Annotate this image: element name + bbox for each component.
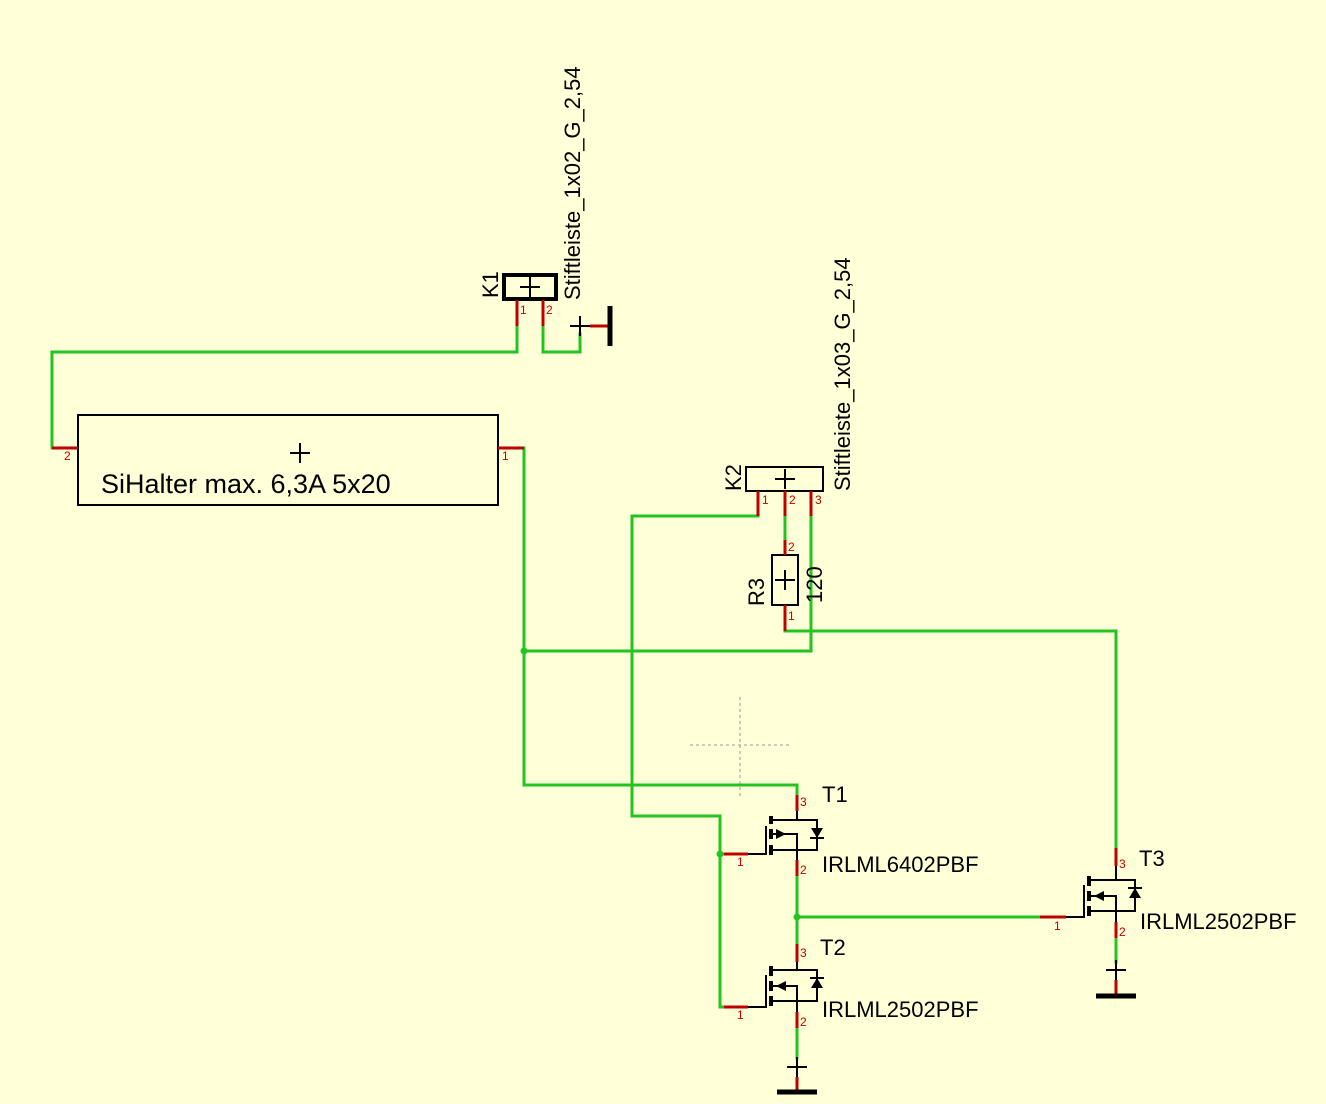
mosfet-t3[interactable]: 3 2 1 T3 IRLML2502PBF: [1040, 846, 1297, 939]
wire-fuse-t1[interactable]: [520, 446, 799, 797]
fuse-pin2-number: 2: [64, 449, 71, 463]
mosfet-t1[interactable]: 3 2 1 T1 IRLML6402PBF: [724, 782, 979, 877]
ground-symbol-k1: [570, 306, 613, 346]
k2-pin3-number: 3: [815, 493, 822, 507]
wires: [50, 324, 1118, 1060]
t3-reference: T3: [1139, 846, 1165, 871]
k2-pin1-number: 1: [762, 493, 769, 507]
r3-value: 120: [802, 566, 827, 603]
t3-pin2-number: 2: [1119, 925, 1126, 939]
t1-pin3-number: 3: [800, 795, 807, 809]
cursor-crosshair: [690, 697, 790, 797]
t1-pin2-number: 2: [800, 863, 807, 877]
k1-body: [502, 273, 558, 301]
junction: [716, 850, 724, 858]
fuse-value: SiHalter max. 6,3A 5x20: [101, 469, 391, 499]
junction: [793, 913, 801, 921]
wire-k2-t2-gate[interactable]: [630, 514, 760, 1009]
r3-pin2-number: 2: [788, 540, 795, 554]
t2-value: IRLML2502PBF: [822, 997, 979, 1022]
k1-reference: K1: [478, 271, 503, 298]
ground-symbol-t3: [1096, 960, 1136, 999]
t3-value: IRLML2502PBF: [1140, 909, 1297, 934]
r3-pin1-number: 1: [788, 609, 795, 623]
fuse-holder[interactable]: 2 1 SiHalter max. 6,3A 5x20: [52, 414, 524, 506]
ground-symbol-t2: [777, 1057, 817, 1095]
k2-pin2-number: 2: [789, 493, 796, 507]
r3-reference: R3: [744, 578, 769, 606]
connector-k2[interactable]: 1 2 3 K2 Stiftleiste_1x03_G_2,54: [721, 257, 855, 516]
wire-r3-t3[interactable]: [783, 629, 1118, 850]
t1-arrow-icon: [776, 829, 786, 839]
k2-value: Stiftleiste_1x03_G_2,54: [830, 257, 855, 491]
t2-pin1-number: 1: [737, 1008, 744, 1022]
k1-value: Stiftleiste_1x02_G_2,54: [560, 66, 585, 300]
t3-pin3-number: 3: [1119, 857, 1126, 871]
junction: [520, 647, 528, 655]
t3-arrow-icon: [1094, 891, 1104, 901]
t2-pin3-number: 3: [800, 946, 807, 960]
t3-pin1-number: 1: [1054, 919, 1061, 933]
k2-reference: K2: [721, 464, 746, 491]
k1-pin1-number: 1: [520, 303, 527, 317]
t1-reference: T1: [822, 782, 848, 807]
wire-supply-k2[interactable]: [522, 514, 813, 653]
fuse-body: [77, 414, 499, 506]
wire-k1-ground[interactable]: [541, 324, 582, 354]
mosfet-t2[interactable]: 3 2 1 T2 IRLML2502PBF: [724, 935, 979, 1029]
resistor-r3[interactable]: 2 1 R3 120: [744, 540, 827, 631]
wire-k1-fuse[interactable]: [50, 324, 519, 450]
k1-pin2-number: 2: [546, 303, 553, 317]
t2-pin2-number: 2: [800, 1015, 807, 1029]
t2-arrow-icon: [776, 981, 786, 991]
connector-k1[interactable]: 1 2 K1 Stiftleiste_1x02_G_2,54: [478, 66, 585, 326]
t1-value: IRLML6402PBF: [822, 852, 979, 877]
fuse-pin1-number: 1: [502, 449, 509, 463]
t1-pin1-number: 1: [737, 855, 744, 869]
t2-reference: T2: [820, 935, 846, 960]
